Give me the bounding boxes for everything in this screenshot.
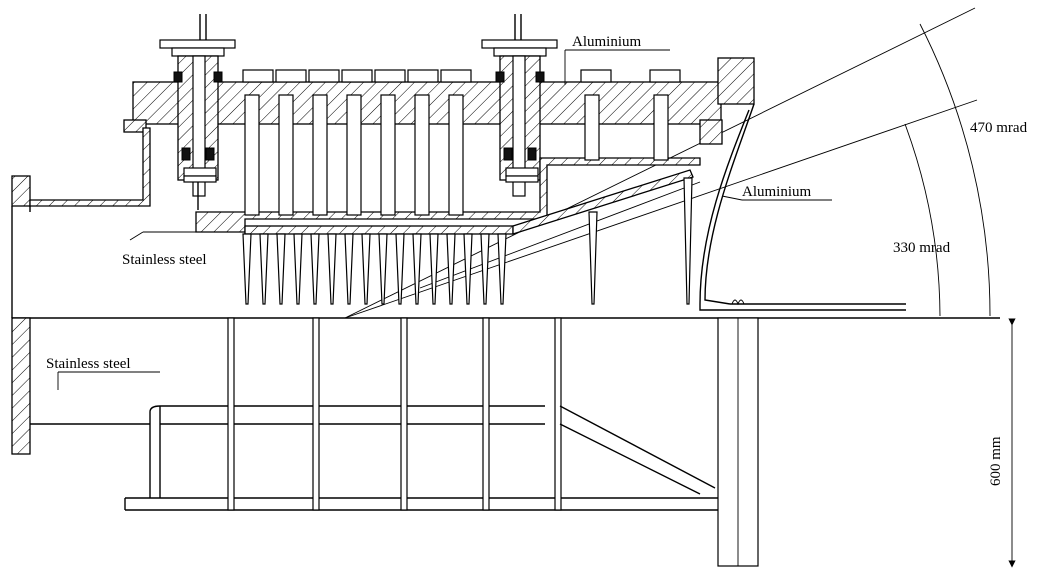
label-aluminium-mid: Aluminium [742,184,812,200]
label-stainless-lower: Stainless steel [46,356,131,372]
label-stainless-upper: Stainless steel [122,252,207,268]
feedthrough-right [481,14,558,197]
tapered-pins [242,177,693,305]
lower-support-structure [11,317,759,567]
right-curved-flange [699,57,906,311]
label-angle-470: 470 mrad [970,120,1028,136]
label-angle-330: 330 mrad [893,240,951,256]
label-aluminium-top: Aluminium [572,34,642,50]
feedthrough-left [159,14,236,210]
label-600mm: 600 mm [988,436,1004,486]
left-housing [11,127,1000,319]
support-rods [244,94,669,216]
